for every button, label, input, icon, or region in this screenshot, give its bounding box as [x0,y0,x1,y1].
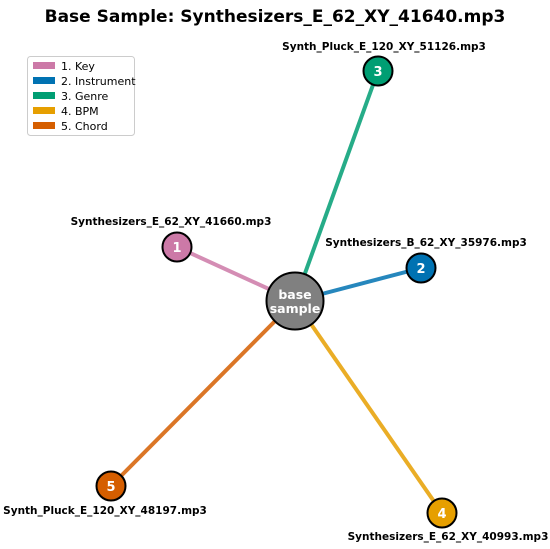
base-sample-label-line1: base [278,287,311,302]
node-3-circle [362,55,394,87]
node-1-filename: Synthesizers_E_62_XY_41660.mp3 [71,216,272,228]
node-5: 5 Synth_Pluck_E_120_XY_48197.mp3 [3,470,207,517]
node-5-filename: Synth_Pluck_E_120_XY_48197.mp3 [3,505,207,517]
node-2: 2 Synthesizers_B_62_XY_35976.mp3 [325,237,527,284]
node-3: 3 Synth_Pluck_E_120_XY_51126.mp3 [282,41,486,87]
node-2-circle [405,252,437,284]
node-3-filename: Synth_Pluck_E_120_XY_51126.mp3 [282,41,486,53]
node-2-filename: Synthesizers_B_62_XY_35976.mp3 [325,237,527,249]
node-2-number: 2 [416,262,425,277]
legend-box [27,56,135,136]
legend-swatch-chord [33,122,55,129]
node-4-filename: Synthesizers_E_62_XY_40993.mp3 [348,531,549,543]
legend-label-chord: 5. Chord [61,120,108,133]
legend-label-instrument: 2. Instrument [61,75,136,88]
node-4-circle [426,497,458,529]
legend-entry-bpm: 4. BPM [33,105,99,118]
legend-entry-key: 1. Key [33,60,95,73]
legend-label-bpm: 4. BPM [61,105,99,118]
legend-entry-chord: 5. Chord [33,120,108,133]
legend-swatch-genre [33,92,55,99]
legend-swatch-key [33,62,55,69]
base-sample-label-line2: sample [270,301,321,316]
node-4: 4 Synthesizers_E_62_XY_40993.mp3 [348,497,549,543]
node-5-number: 5 [106,480,115,495]
edge-3 [293,70,380,302]
edge-5 [109,299,297,488]
legend: 1. Key 2. Instrument 3. Genre 4. BPM 5. … [27,56,136,136]
legend-label-key: 1. Key [61,60,95,73]
node-1-circle [161,231,193,263]
node-1-number: 1 [172,241,181,256]
legend-entry-genre: 3. Genre [33,90,109,103]
legend-label-genre: 3. Genre [61,90,109,103]
legend-swatch-bpm [33,107,55,114]
base-sample-circle [265,271,325,331]
node-5-circle [95,470,127,502]
legend-entry-instrument: 2. Instrument [33,75,136,88]
legend-swatch-instrument [33,77,55,84]
diagram-title: Base Sample: Synthesizers_E_62_XY_41640.… [45,7,506,27]
base-sample-node: base sample [265,271,325,331]
node-1: 1 Synthesizers_E_62_XY_41660.mp3 [71,216,272,263]
edge-4 [293,299,444,515]
node-3-number: 3 [373,65,382,80]
node-4-number: 4 [437,507,446,522]
